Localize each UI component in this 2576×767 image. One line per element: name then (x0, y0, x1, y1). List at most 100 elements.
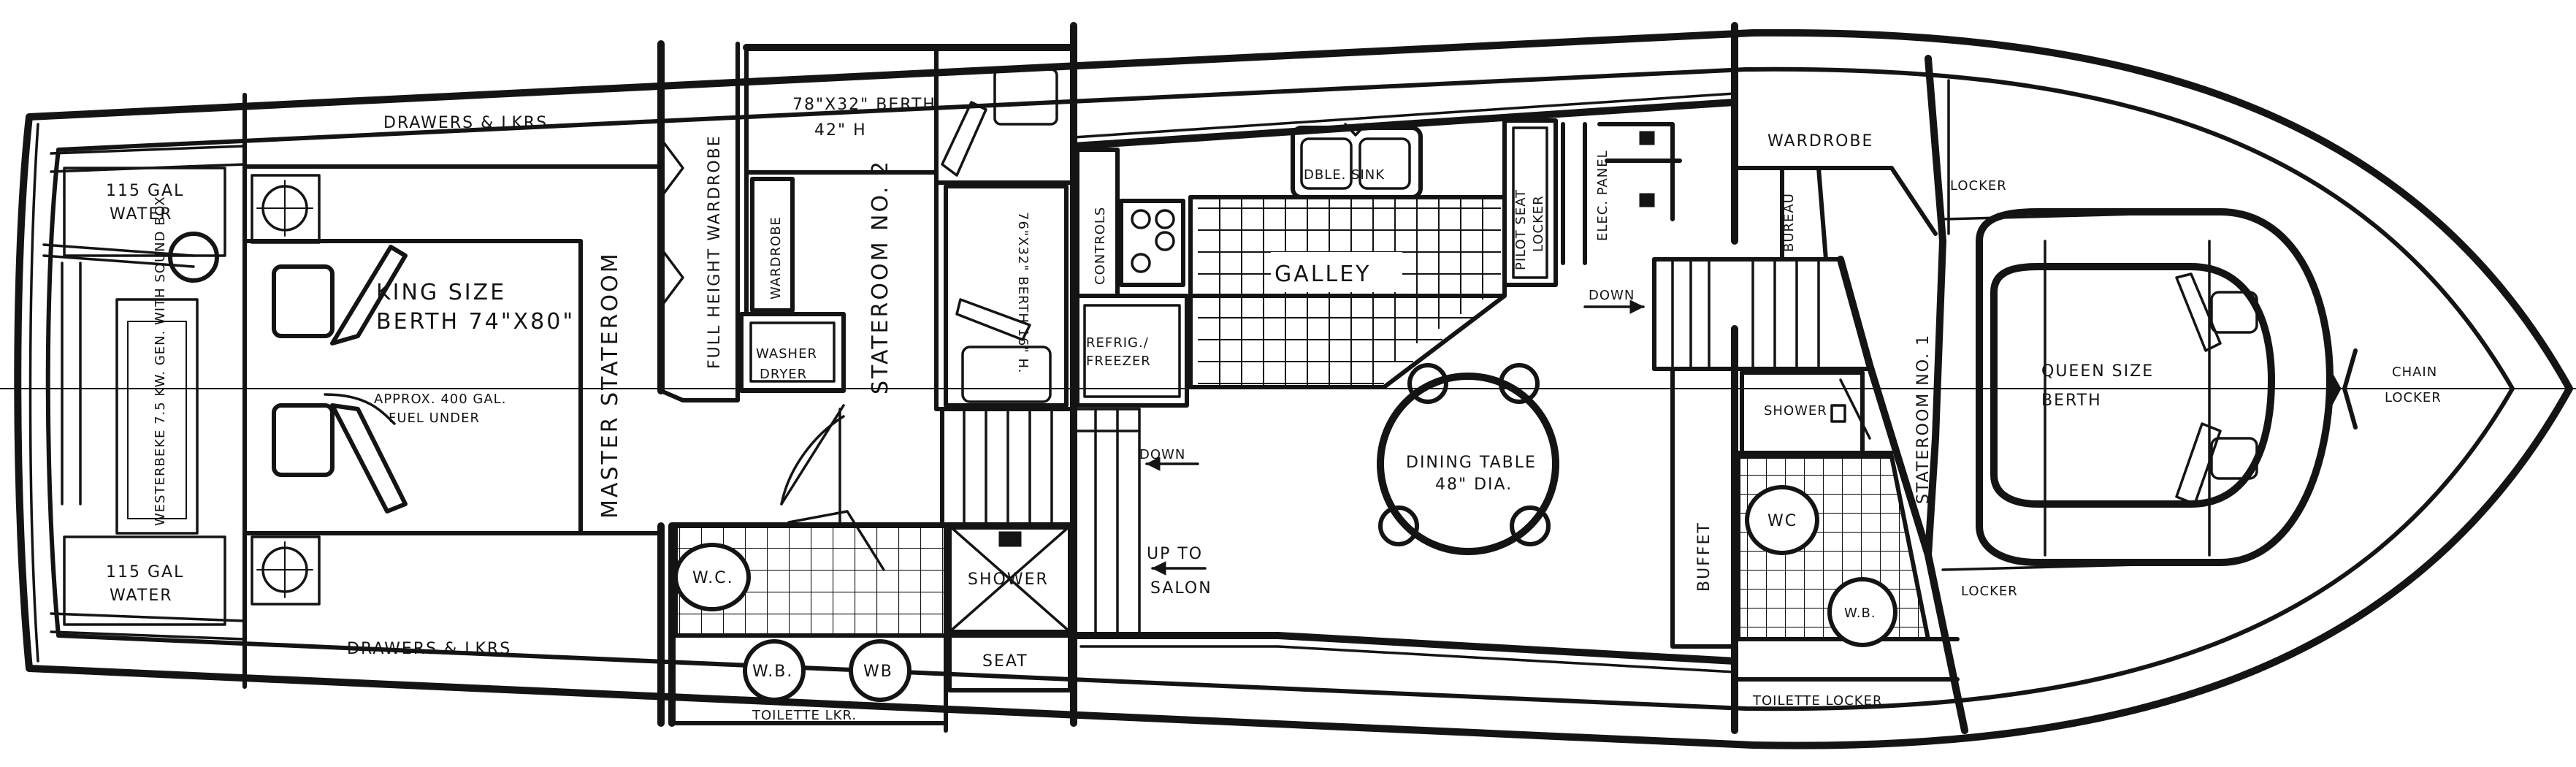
label-berth-upper-1: 78"x32" BERTH (792, 96, 936, 114)
label-freezer: FREEZER (1086, 354, 1151, 369)
deck-fitting-icon (251, 174, 321, 244)
label-bureau: BUREAU (1781, 193, 1797, 252)
label-wb-fwd: W.B. (1844, 606, 1876, 621)
label-down-main: DOWN (1139, 447, 1185, 462)
toilet-aft (673, 543, 751, 611)
label-down-fwd: DOWN (1589, 288, 1635, 303)
buffet (1670, 367, 1737, 649)
helm-controls (1561, 122, 1682, 265)
label-chain-locker: LOCKER (2385, 390, 2442, 405)
hull-outline (14, 28, 2573, 749)
stairs-forward (1671, 258, 1820, 370)
arrow-down-icon (1145, 457, 1199, 471)
label-king-1: KING SIZE (376, 280, 506, 305)
stateroom-1 (1990, 240, 2358, 557)
berth-upper (934, 45, 1076, 185)
wardrobe-doors (660, 137, 684, 308)
label-water-top: 115 GAL (106, 182, 184, 200)
arrow-up-icon (1151, 561, 1207, 576)
label-toilette-aft: TOILETTE LKR. (752, 708, 857, 723)
queen-berth (1990, 263, 2275, 508)
berth-lower (944, 184, 1069, 408)
exhaust-fitting (168, 232, 219, 283)
label-berth-upper-2: 42" H (814, 121, 867, 140)
water-tank-bottom (63, 535, 226, 626)
label-generator: WESTERBEKE 7.5 KW. GEN. WITH SOUND BOX (153, 196, 168, 526)
label-queen-1: QUEEN SIZE (2041, 362, 2154, 381)
stateroom-2 (780, 45, 1076, 505)
king-berth (242, 239, 583, 535)
label-wb-2: WB (863, 663, 893, 681)
bedspread-fold (330, 245, 408, 514)
dining-area (1377, 363, 1559, 555)
label-water-top-2: WATER (110, 205, 173, 224)
label-dryer: DRYER (760, 367, 807, 382)
label-washer: WASHER (756, 346, 817, 362)
label-pilot-seat: PILOT SEAT (1513, 189, 1529, 270)
label-shower-aft: SHOWER (968, 571, 1049, 589)
toilet-fwd (1745, 485, 1819, 555)
label-chain: CHAIN (2392, 365, 2437, 380)
label-berth-lower: 76"x32" BERTH 16" H. (1015, 212, 1031, 373)
label-king-2: BERTH 74"x80" (376, 309, 575, 335)
label-controls: CONTROLS (1093, 207, 1108, 285)
aft-head (670, 510, 1072, 725)
stairs-aft (940, 407, 1141, 637)
sink-fwd (1827, 577, 1897, 647)
label-wardrobe-small: WARDROBE (768, 216, 784, 299)
label-water-bottom: 115 GAL (106, 563, 184, 581)
label-full-wardrobe: FULL HEIGHT WARDROBE (706, 134, 724, 369)
label-stateroom-1: STATEROOM No. 1 (1914, 334, 1933, 504)
label-salon: SALON (1150, 579, 1212, 598)
label-fuel-1: APPROX. 400 GAL. (374, 392, 506, 407)
galley (1075, 118, 1682, 408)
label-locker-top: LOCKER (1950, 178, 2007, 194)
label-water-bottom-2: WATER (110, 587, 173, 605)
stove (1119, 199, 1185, 287)
label-wc-aft: W.C. (692, 569, 734, 587)
pilot-seat-locker (1502, 118, 1558, 287)
deck-fitting-icon (251, 535, 321, 606)
refrigerator (1075, 294, 1189, 408)
shower-fwd (1740, 370, 1865, 455)
label-wb-1: W.B. (752, 663, 793, 681)
chair-icon (1378, 505, 1419, 546)
label-seat: SEAT (982, 652, 1028, 671)
dining-table (1377, 373, 1559, 555)
sink-1 (743, 639, 806, 702)
label-shower-fwd: SHOWER (1764, 403, 1827, 419)
label-pilot-locker: LOCKER (1531, 195, 1546, 252)
label-up-to: UP TO (1147, 545, 1203, 563)
shower-seat (947, 630, 1072, 692)
label-toilette-fwd: TOILETTE LOCKER (1752, 693, 1882, 709)
label-dining-2: 48" DIA. (1435, 476, 1513, 494)
chair-icon (1407, 363, 1448, 404)
pillow-icon (272, 264, 335, 477)
arrow-down-icon (1583, 299, 1645, 314)
washer-dryer (739, 312, 846, 393)
label-drawers-top: DRAWERS & LKRS. (383, 114, 554, 132)
label-master-stateroom: MASTER STATEROOM (597, 251, 623, 519)
forward-head (1736, 370, 1960, 682)
label-wardrobe-fwd: WARDROBE (1767, 132, 1873, 150)
label-buffet: BUFFET (1695, 522, 1713, 592)
label-stateroom-2: STATEROOM No. 2 (868, 159, 893, 394)
label-fuel-2: FUEL UNDER (389, 411, 480, 426)
label-elec-panel: ELEC. PANEL (1595, 150, 1610, 241)
sink-2 (849, 639, 911, 702)
label-drawers-bottom: DRAWERS & LKRS (347, 640, 511, 658)
label-dining-1: DINING TABLE (1406, 454, 1537, 472)
wardrobe-small (750, 177, 795, 313)
master-stateroom (42, 145, 583, 641)
labels: DRAWERS & LKRS. DRAWERS & LKRS 115 GAL W… (106, 96, 2442, 723)
label-queen-2: BERTH (2041, 392, 2102, 410)
double-sink (1291, 126, 1423, 199)
label-wc-fwd: WC (1767, 512, 1797, 530)
generator-box (115, 298, 199, 535)
label-galley: GALLEY (1274, 262, 1371, 287)
label-refrig: REFRIG./ (1086, 335, 1149, 351)
chair-icon (1510, 505, 1551, 546)
label-locker-bottom: LOCKER (1961, 584, 2018, 599)
label-dble-sink: DBLE. SINK (1304, 167, 1385, 183)
